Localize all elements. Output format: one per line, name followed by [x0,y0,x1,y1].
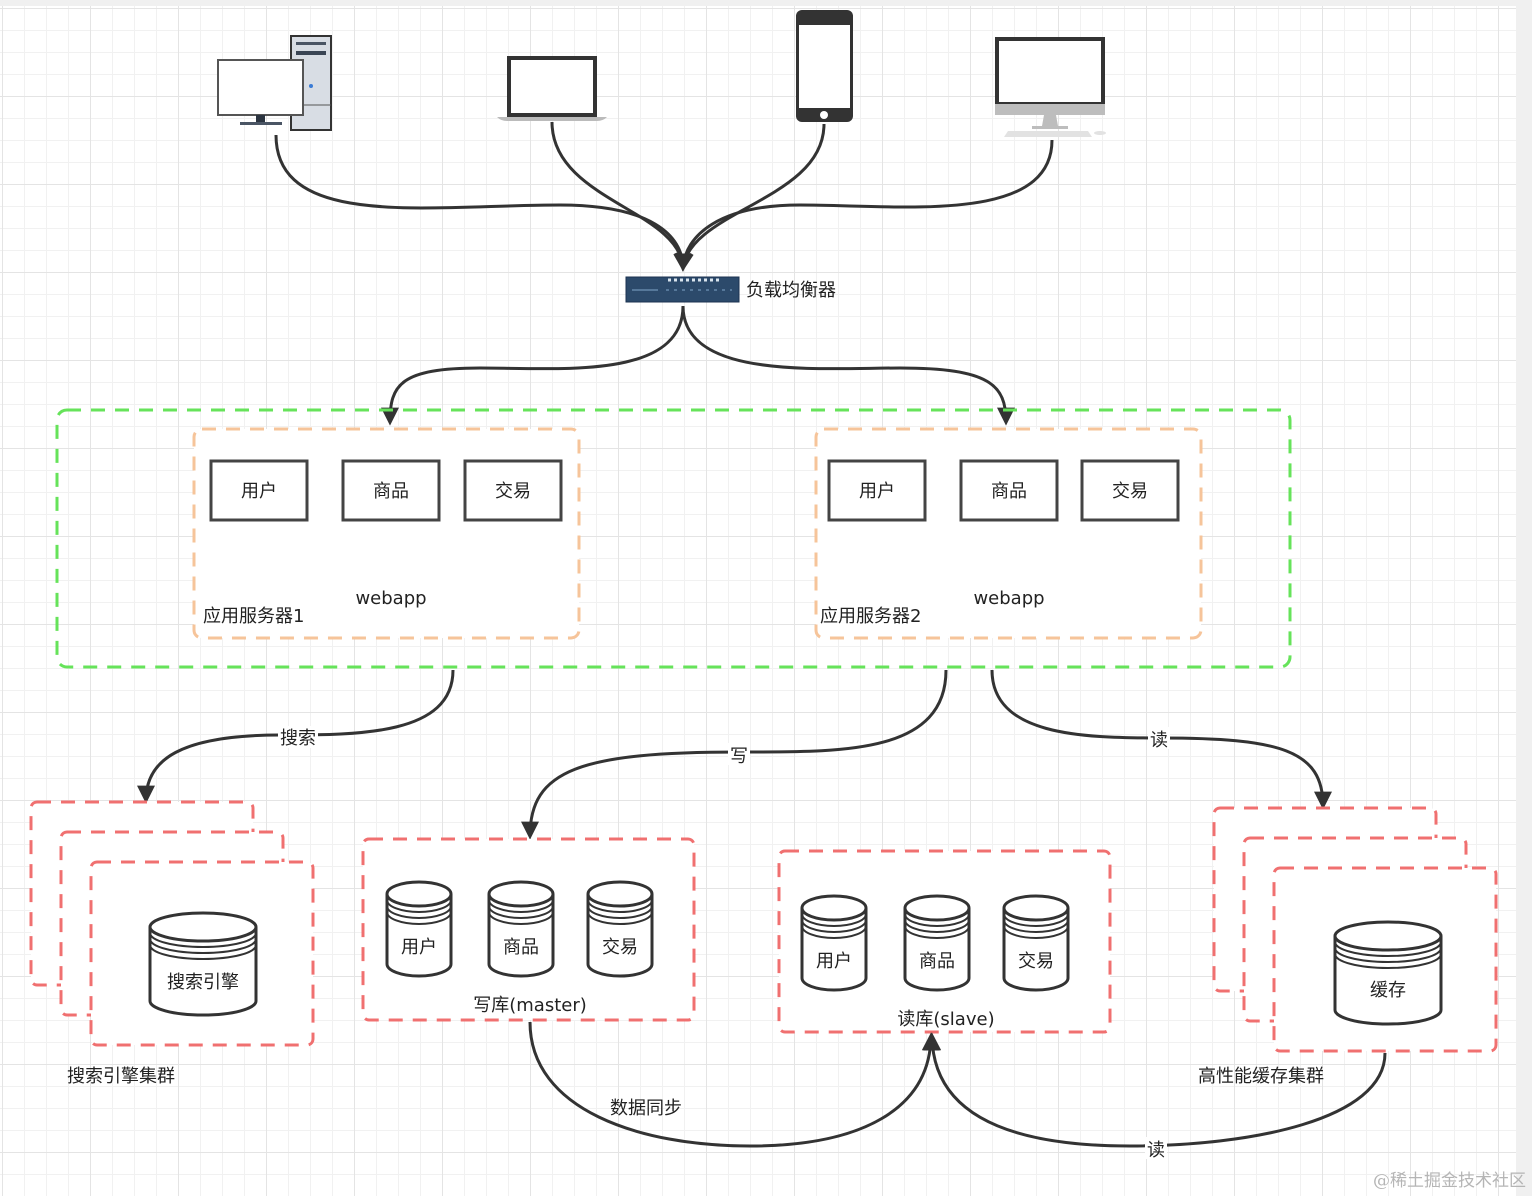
module-box-trade[interactable]: 交易 [463,459,563,522]
connector-lb-to-server2 [681,305,1015,426]
svg-text:商品: 商品 [991,481,1027,502]
svg-text:写: 写 [730,746,748,767]
webapp-label: webapp [973,588,1044,609]
connector-lb-to-server1 [381,305,685,426]
module-box-user[interactable]: 用户 [209,459,309,522]
svg-text:交易: 交易 [1018,951,1054,972]
svg-text:商品: 商品 [503,937,539,958]
db-table-product[interactable]: 商品 [903,894,971,992]
svg-text:交易: 交易 [1112,481,1148,502]
svg-text:交易: 交易 [602,937,638,958]
load-balancer-label: 负载均衡器 [746,280,836,301]
connector-pc-to-lb [274,134,692,272]
search-engine-cluster: 搜索引擎 [29,800,315,1047]
svg-text:商品: 商品 [919,951,955,972]
cache-cluster-caption: 高性能缓存集群 [1198,1066,1324,1087]
master-db-caption: 写库(master) [473,995,587,1016]
cache-cluster: 缓存 [1212,806,1498,1053]
connector-data-sync [528,1021,940,1148]
imac-desktop-icon [995,37,1106,137]
svg-text:读: 读 [1150,730,1168,751]
db-table-user[interactable]: 用户 [385,880,453,978]
edge-label-search: 搜索 [278,726,318,749]
connector-phone-to-lb [675,123,826,272]
edge-label-data-sync: 数据同步 [610,1098,682,1119]
slave-db-caption: 读库(slave) [897,1009,994,1030]
edge-label-cache-read: 读 [1145,1137,1167,1161]
db-table-trade[interactable]: 交易 [1002,894,1070,992]
master-db: 用户 商品 交易 写库(master) [361,837,696,1022]
server-name-label: 应用服务器1 [203,606,304,627]
smartphone-icon [796,10,853,122]
db-table-product[interactable]: 商品 [487,880,555,978]
webapp-label: webapp [355,588,426,609]
app-cluster-boundary [55,408,1292,669]
module-box-user[interactable]: 用户 [827,459,927,522]
svg-text:交易: 交易 [495,481,531,502]
svg-text:用户: 用户 [401,937,437,958]
app-server-2: 用户 商品 交易 webapp 应用服务器2 [814,427,1203,640]
slave-db: 用户 商品 交易 读库(slave) [777,849,1112,1034]
connector-imac-to-lb [674,139,1054,272]
svg-text:读: 读 [1147,1140,1165,1161]
load-balancer-icon [625,276,740,303]
module-box-product[interactable]: 商品 [341,459,441,522]
watermark: @稀土掘金技术社区 [1373,1171,1526,1191]
laptop-icon [497,56,607,121]
edge-label-read: 读 [1148,727,1170,751]
search-cluster-caption: 搜索引擎集群 [67,1066,175,1087]
connector-cache-read [923,1032,1387,1148]
search-engine-db-icon [148,911,258,1017]
db-table-user[interactable]: 用户 [800,894,868,992]
svg-text:用户: 用户 [241,481,277,502]
svg-text:商品: 商品 [373,481,409,502]
edge-label-write: 写 [728,743,750,767]
cache-node-label: 缓存 [1370,980,1406,1001]
module-box-trade[interactable]: 交易 [1080,459,1180,522]
app-server-1: 用户 商品 交易 webapp 应用服务器1 [192,427,581,640]
search-engine-node-label: 搜索引擎 [167,972,239,993]
cache-db-icon [1333,920,1443,1026]
svg-text:用户: 用户 [859,481,895,502]
db-table-trade[interactable]: 交易 [586,880,654,978]
desktop-pc-icon [217,35,332,131]
module-box-product[interactable]: 商品 [959,459,1059,522]
connector-laptop-to-lb [550,121,692,272]
svg-text:用户: 用户 [816,951,852,972]
svg-text:搜索: 搜索 [280,728,316,749]
server-name-label: 应用服务器2 [820,606,921,627]
